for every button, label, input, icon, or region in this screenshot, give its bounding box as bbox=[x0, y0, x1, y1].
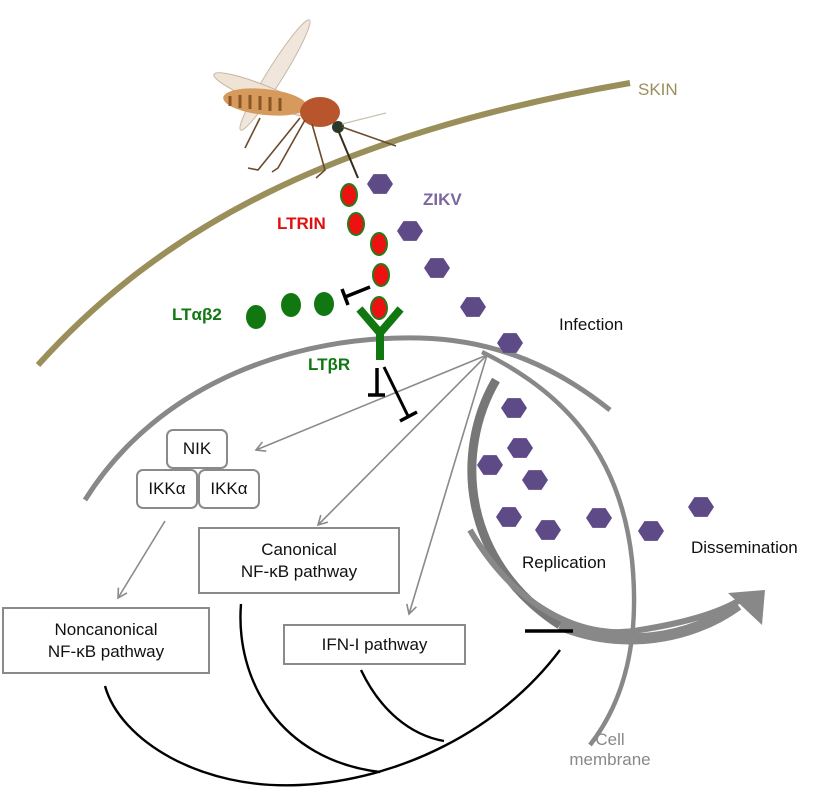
zikv-hexagon-icon bbox=[367, 174, 393, 194]
ltrin-oval bbox=[370, 296, 388, 320]
infection-label: Infection bbox=[559, 315, 624, 334]
noncanonical-line2: NF-κB pathway bbox=[47, 641, 165, 661]
inhibition-arc-canonical bbox=[239, 603, 381, 774]
ltrin-oval bbox=[347, 212, 365, 236]
ltab2-label: LTαβ2 bbox=[172, 305, 222, 324]
skin-label: SKIN bbox=[638, 80, 678, 99]
zikv-hexagon-icon bbox=[638, 521, 664, 541]
zikv-hexagon-icon bbox=[397, 221, 423, 241]
arrow-to-canonical bbox=[316, 354, 488, 527]
inhibition-arc-ifn bbox=[359, 669, 445, 743]
cell-membrane-label-line2: membrane bbox=[569, 749, 651, 769]
ltrin-oval bbox=[372, 263, 390, 287]
ltbr-inhibition-2-bar bbox=[399, 410, 418, 423]
zikv-hexagon-icon bbox=[424, 258, 450, 278]
noncanonical-nfkb-pathway-box: Noncanonical NF-κB pathway bbox=[2, 607, 210, 674]
mosquito-icon bbox=[213, 19, 397, 179]
cell-membrane-label: Cell membrane bbox=[552, 730, 668, 769]
zikv-hexagon-icon bbox=[522, 470, 548, 490]
arrow-to-nik bbox=[254, 354, 488, 452]
ltbr-receptor-icon bbox=[356, 306, 404, 360]
nik-node: NIK bbox=[166, 429, 228, 469]
ltrin-oval bbox=[370, 232, 388, 256]
ikka-right-label: IKKα bbox=[210, 479, 248, 498]
zikv-hexagon-icon bbox=[586, 508, 612, 528]
ifn-i-pathway-box: IFN-I pathway bbox=[283, 624, 466, 665]
zikv-hexagon-icon bbox=[507, 438, 533, 458]
ltrin-inhibition-bar bbox=[340, 288, 350, 306]
zikv-hexagon-icon bbox=[460, 297, 486, 317]
dissemination-arrowhead-icon bbox=[728, 590, 765, 625]
cell-membrane-arc bbox=[82, 335, 612, 502]
infected-cell-membrane bbox=[481, 349, 637, 747]
canonical-line1: Canonical bbox=[261, 540, 337, 560]
ltbr-label: LTβR bbox=[308, 355, 351, 374]
ltrin-oval bbox=[340, 183, 358, 207]
zikv-hexagon-icon bbox=[496, 507, 522, 527]
canonical-nfkb-pathway-box: Canonical NF-κB pathway bbox=[198, 527, 400, 594]
ltrin-molecules bbox=[340, 183, 390, 320]
ltbr-inhibition-2 bbox=[382, 366, 410, 417]
arrow-to-ifn bbox=[406, 354, 488, 616]
zikv-hexagon-icon bbox=[477, 455, 503, 475]
ikka-left-label: IKKα bbox=[148, 479, 186, 498]
noncanonical-line1: Noncanonical bbox=[54, 620, 158, 640]
zikv-hexagon-icon bbox=[535, 520, 561, 540]
canonical-line2: NF-κB pathway bbox=[240, 561, 358, 581]
replication-label: Replication bbox=[522, 553, 607, 572]
ifn-label: IFN-I pathway bbox=[321, 634, 428, 654]
zikv-hexagon-icon bbox=[501, 398, 527, 418]
inhibition-arc-noncanonical bbox=[103, 649, 561, 787]
zikv-hexagon-icon bbox=[497, 333, 523, 353]
ltab2-oval bbox=[246, 305, 266, 329]
ltab2-molecules bbox=[246, 292, 334, 329]
arrow-to-noncanonical bbox=[117, 520, 166, 600]
dissemination-label: Dissemination bbox=[691, 538, 798, 557]
ltab2-oval bbox=[314, 292, 334, 316]
ikka-right-node: IKKα bbox=[198, 469, 260, 509]
dissemination-arrow-body bbox=[557, 600, 742, 645]
skin-line bbox=[35, 80, 631, 368]
nik-label: NIK bbox=[182, 439, 212, 458]
dissemination-arrow-shaft bbox=[467, 528, 742, 636]
cell-membrane-label-line1: Cell bbox=[595, 730, 625, 749]
zikv-particles bbox=[367, 174, 714, 541]
ltrin-inhibits-ltab2 bbox=[344, 285, 371, 299]
ltrin-label: LTRIN bbox=[277, 214, 326, 233]
zikv-label: ZIKV bbox=[423, 190, 462, 209]
ikka-left-node: IKKα bbox=[136, 469, 198, 509]
ltab2-oval bbox=[281, 293, 301, 317]
zikv-hexagon-icon bbox=[688, 497, 714, 517]
